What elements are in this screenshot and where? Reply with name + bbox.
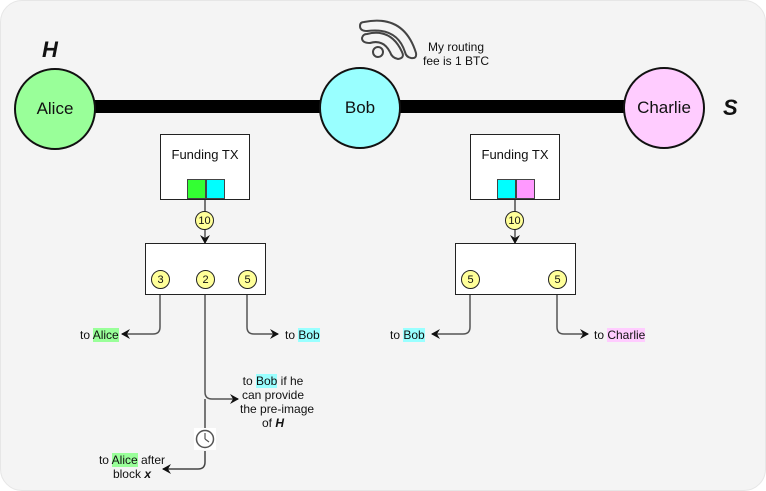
output-charlie-coin: 5 <box>548 270 567 289</box>
funding-tx-bob-charlie[interactable]: Funding TX <box>470 134 560 200</box>
funding-input-charlie <box>516 179 535 199</box>
funding-input-bob <box>206 179 225 199</box>
name-bob: Bob <box>403 328 425 342</box>
output-htlc-coin: 2 <box>196 270 215 289</box>
dest-htlc-alice: to Alice after block x <box>98 453 166 481</box>
dest-htlc-bob: to Bob if he can provide the pre-image o… <box>240 374 315 430</box>
output-bob-coin: 5 <box>461 270 480 289</box>
wire-out-bob-2 <box>431 295 471 339</box>
node-bob[interactable]: Bob <box>319 67 401 149</box>
funding-input-bob <box>497 179 516 199</box>
name-bob: Bob <box>298 328 320 342</box>
name-bob: Bob <box>255 374 278 388</box>
dest-to-alice: to Alice <box>80 328 119 342</box>
node-charlie-label: Charlie <box>637 98 691 117</box>
bob-fee-note-line1: My routing <box>428 40 485 54</box>
funding-tx-title: Funding TX <box>171 147 239 162</box>
channel-alice-bob <box>94 100 322 113</box>
node-alice[interactable]: Alice <box>14 68 96 150</box>
node-bob-label: Bob <box>344 98 376 117</box>
channel-bob-charlie <box>398 100 626 113</box>
capacity-coin: 10 <box>195 211 214 230</box>
secret-variable-s: S <box>723 95 738 120</box>
name-charlie: Charlie <box>607 328 646 342</box>
wire-out-bob-1 <box>246 295 279 339</box>
capacity-coin: 10 <box>505 211 524 230</box>
name-alice: Alice <box>111 453 138 467</box>
node-alice-label: Alice <box>36 99 74 118</box>
dest-to-charlie: to Charlie <box>594 328 646 342</box>
wire-out-charlie <box>556 295 589 339</box>
output-alice-coin: 3 <box>151 270 170 289</box>
wifi-icon <box>358 19 418 61</box>
clock-icon <box>194 428 216 450</box>
wire-htlc-bob <box>204 295 239 404</box>
dest-to-bob: to Bob <box>285 328 320 342</box>
funding-tx-alice-bob[interactable]: Funding TX <box>160 134 250 200</box>
commitment-tx-bob-charlie[interactable]: 5 5 <box>455 243 576 295</box>
name-alice: Alice <box>92 328 119 342</box>
output-bob-coin: 5 <box>238 270 257 289</box>
hash-variable-h: H <box>42 37 58 62</box>
wire-out-alice <box>121 295 161 339</box>
node-charlie[interactable]: Charlie <box>623 67 705 149</box>
dest-to-bob: to Bob <box>390 328 425 342</box>
bob-fee-note: My routing fee is 1 BTC <box>423 40 489 68</box>
funding-input-alice <box>187 179 206 199</box>
commitment-tx-alice-bob[interactable]: 3 2 5 <box>145 243 266 295</box>
wire-htlc-alice <box>162 451 206 474</box>
funding-tx-title: Funding TX <box>481 147 549 162</box>
bob-fee-note-line2: fee is 1 BTC <box>423 54 490 68</box>
